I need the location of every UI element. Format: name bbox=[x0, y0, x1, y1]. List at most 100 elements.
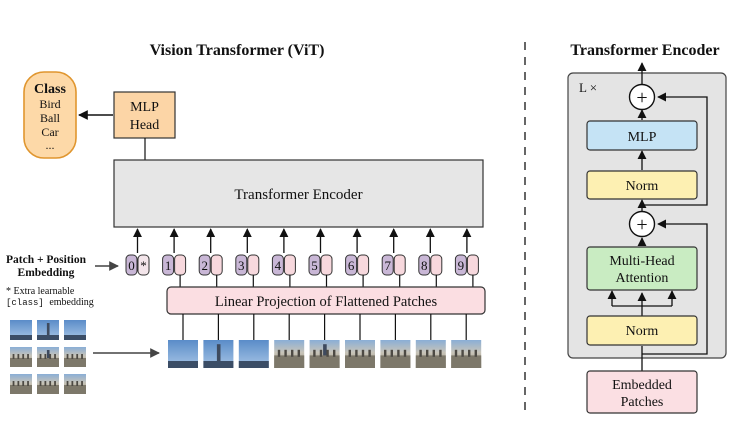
position-number: 4 bbox=[275, 258, 282, 273]
token-pair: 0* bbox=[125, 228, 150, 276]
mha-line2: Attention bbox=[616, 271, 669, 286]
token-pair: 8 bbox=[418, 228, 443, 287]
patch-position-label-line1: Patch + Position bbox=[6, 254, 87, 266]
image-patch-icon bbox=[10, 347, 32, 367]
patch-embedding bbox=[393, 254, 406, 276]
patch-embedding bbox=[430, 254, 443, 276]
image-patch-icon bbox=[37, 347, 59, 367]
encoder-norm-top-label: Norm bbox=[626, 179, 659, 194]
image-patch-icon bbox=[37, 320, 59, 340]
position-number: 6 bbox=[348, 258, 355, 273]
patch-embedding bbox=[466, 254, 479, 276]
position-embedding bbox=[418, 254, 431, 276]
transformer-encoder-box: Transformer Encoder bbox=[113, 159, 484, 228]
token-pair: 1 bbox=[162, 228, 187, 287]
class-item-ball: Ball bbox=[40, 111, 61, 125]
plus-sign: + bbox=[636, 214, 647, 236]
encoder-mlp-box: MLP bbox=[586, 120, 698, 151]
position-embedding bbox=[345, 254, 358, 276]
mha-line1: Multi-Head bbox=[609, 254, 674, 269]
embedded-patches-box: Embedded Patches bbox=[586, 370, 698, 414]
token-pair: 7 bbox=[381, 228, 406, 287]
mlp-head-line2: Head bbox=[130, 118, 160, 133]
linear-projection-label: Linear Projection of Flattened Patches bbox=[215, 294, 438, 310]
position-embedding bbox=[454, 254, 467, 276]
image-patch-icon bbox=[274, 340, 305, 368]
plus-sign: + bbox=[636, 87, 647, 109]
class-item-car: Car bbox=[41, 125, 58, 139]
position-embedding bbox=[381, 254, 394, 276]
encoder-mlp-label: MLP bbox=[628, 130, 657, 145]
patch-embedding bbox=[320, 254, 333, 276]
patch-embedding bbox=[210, 254, 223, 276]
flattened-patches bbox=[168, 340, 482, 368]
class-token-embedding bbox=[137, 254, 150, 276]
position-embedding bbox=[198, 254, 211, 276]
position-number: 3 bbox=[238, 258, 245, 273]
image-patch-icon bbox=[238, 340, 269, 368]
image-patch-icon bbox=[380, 340, 411, 368]
vit-title: Vision Transformer (ViT) bbox=[150, 42, 325, 59]
class-box: Class Bird Ball Car ... bbox=[23, 71, 77, 159]
class-item-bird: Bird bbox=[39, 97, 60, 111]
patch-embedding bbox=[357, 254, 370, 276]
mlp-head-box: MLP Head bbox=[113, 91, 176, 139]
image-patch-icon bbox=[345, 340, 375, 368]
encoder-norm-bottom-label: Norm bbox=[626, 324, 659, 339]
token-pair: 9 bbox=[454, 228, 479, 287]
position-embedding bbox=[308, 254, 321, 276]
encoder-title: Transformer Encoder bbox=[570, 42, 719, 59]
embedded-patches-line1: Embedded bbox=[612, 378, 672, 393]
token-pair: 4 bbox=[271, 228, 296, 287]
position-number: 0 bbox=[128, 258, 135, 273]
image-patch-icon bbox=[64, 347, 86, 367]
class-title: Class bbox=[34, 82, 66, 97]
class-item-ellipsis: ... bbox=[46, 138, 55, 152]
class-token-star: * bbox=[140, 258, 147, 273]
encoder-norm-bottom-box: Norm bbox=[586, 315, 698, 346]
image-patch-icon bbox=[309, 340, 340, 368]
multi-head-attention-box: Multi-Head Attention bbox=[586, 246, 698, 291]
patch-position-label-line2: Embedding bbox=[18, 267, 75, 279]
position-embedding bbox=[162, 254, 175, 276]
patch-embedding bbox=[174, 254, 187, 276]
extra-note-class-token: [class] bbox=[6, 298, 44, 308]
image-patch-icon bbox=[10, 320, 32, 340]
token-pair: 5 bbox=[308, 228, 333, 287]
encoder-norm-top-box: Norm bbox=[586, 170, 698, 200]
image-patch-icon bbox=[451, 340, 482, 368]
position-embedding bbox=[125, 254, 138, 276]
embedded-patches-line2: Patches bbox=[621, 395, 664, 410]
position-embedding bbox=[235, 254, 248, 276]
token-pair: 3 bbox=[235, 228, 260, 287]
extra-note-line1: * Extra learnable bbox=[6, 286, 75, 297]
token-pair: 6 bbox=[345, 228, 370, 287]
mlp-head-line1: MLP bbox=[130, 100, 159, 115]
position-number: 5 bbox=[311, 258, 318, 273]
position-number: 8 bbox=[421, 258, 428, 273]
patch-connectors bbox=[182, 314, 467, 340]
position-embedding bbox=[271, 254, 284, 276]
position-number: 9 bbox=[458, 258, 465, 273]
image-patch-icon bbox=[64, 320, 86, 340]
repeat-label: L × bbox=[579, 80, 597, 95]
plus-circle-icon: + bbox=[628, 210, 656, 238]
token-pair: 2 bbox=[198, 228, 223, 287]
image-patch-icon bbox=[10, 374, 32, 394]
plus-circle-icon: + bbox=[628, 83, 656, 111]
image-patch-icon bbox=[64, 374, 86, 394]
position-number: 7 bbox=[384, 258, 391, 273]
patch-embedding bbox=[283, 254, 296, 276]
input-image-grid bbox=[10, 320, 86, 394]
image-patch-icon bbox=[37, 374, 59, 394]
image-patch-icon bbox=[415, 340, 446, 368]
patch-embedding bbox=[247, 254, 260, 276]
position-number: 2 bbox=[201, 258, 208, 273]
extra-note-line2: [class] embedding bbox=[6, 297, 94, 308]
transformer-encoder-label: Transformer Encoder bbox=[234, 187, 362, 203]
extra-note-embedding: embedding bbox=[49, 297, 93, 308]
image-patch-icon bbox=[203, 340, 234, 368]
linear-projection-box: Linear Projection of Flattened Patches bbox=[166, 286, 486, 315]
